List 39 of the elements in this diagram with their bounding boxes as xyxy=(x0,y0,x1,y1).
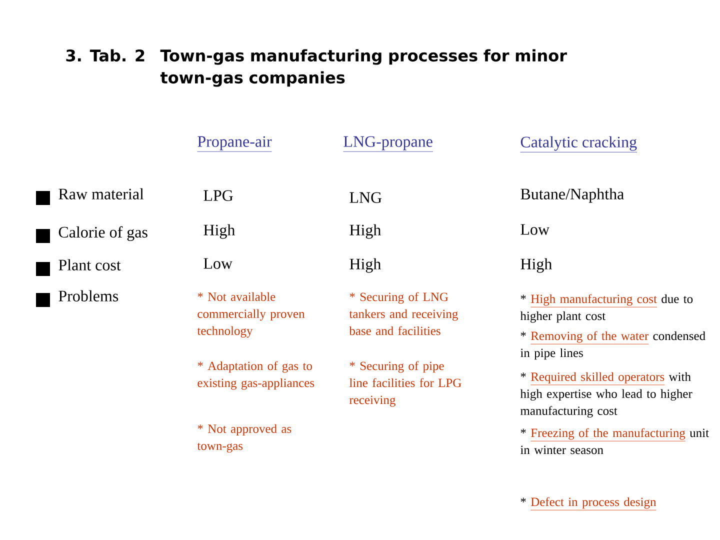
problem-note: * Required skilled operators with high expertise who lead to higher manufacturing cost xyxy=(520,372,692,418)
row-label: Problems xyxy=(58,290,118,302)
label: Freezing of the manufacturing xyxy=(530,428,686,440)
title: Town-gas manufacturing processes for minor town-gas companies xyxy=(160,49,567,87)
table-cell: High xyxy=(350,258,381,273)
problem-note: * Securing of LNG tankers and receiving base and facilities xyxy=(349,292,458,336)
table-cell: LPG xyxy=(204,190,233,201)
table-cell: LNG xyxy=(350,192,382,203)
label: condensed xyxy=(653,331,706,340)
problem-note: * Not approved as town-gas xyxy=(197,424,292,453)
row-label: Calorie of gas xyxy=(58,226,148,241)
problem-note: * Freezing of the manufacturing unit in winter season xyxy=(520,428,709,454)
table-number: 3. Tab. 2 xyxy=(66,49,144,62)
column-header: Catalytic cracking xyxy=(520,136,638,152)
table-cell: Low xyxy=(204,258,232,269)
problem-note: * Securing of pipe line facilities for LPG receiving xyxy=(349,361,462,407)
label: * xyxy=(520,294,526,300)
column-header: LNG-propane xyxy=(343,136,434,152)
table-cell: High xyxy=(520,258,552,273)
problem-note: * Not available commercially proven technology xyxy=(197,292,305,338)
row-label: Raw material xyxy=(58,188,144,200)
label: in winter season xyxy=(520,446,604,454)
label: High manufacturing cost xyxy=(530,294,657,306)
label: Removing of the water xyxy=(530,331,649,343)
table-cell: High xyxy=(204,224,235,239)
problem-note: * Defect in process design xyxy=(520,497,656,510)
table-cell: High xyxy=(350,224,381,239)
row-label: Plant cost xyxy=(58,259,121,270)
label: due to xyxy=(662,294,693,304)
problem-note: * Removing of the water condensed in pipe lines xyxy=(520,331,706,360)
label: * xyxy=(520,428,526,434)
problem-note: * Adaptation of gas to existing gas-appliances xyxy=(198,361,314,390)
label: higher plant cost xyxy=(520,311,606,323)
label: unit xyxy=(690,428,709,438)
label: in pipe lines xyxy=(520,348,583,360)
table-cell: Butane/Naphtha xyxy=(520,188,624,203)
table-cell: Low xyxy=(520,224,550,235)
label: * xyxy=(520,332,526,336)
column-header: Propane-air xyxy=(197,136,272,152)
